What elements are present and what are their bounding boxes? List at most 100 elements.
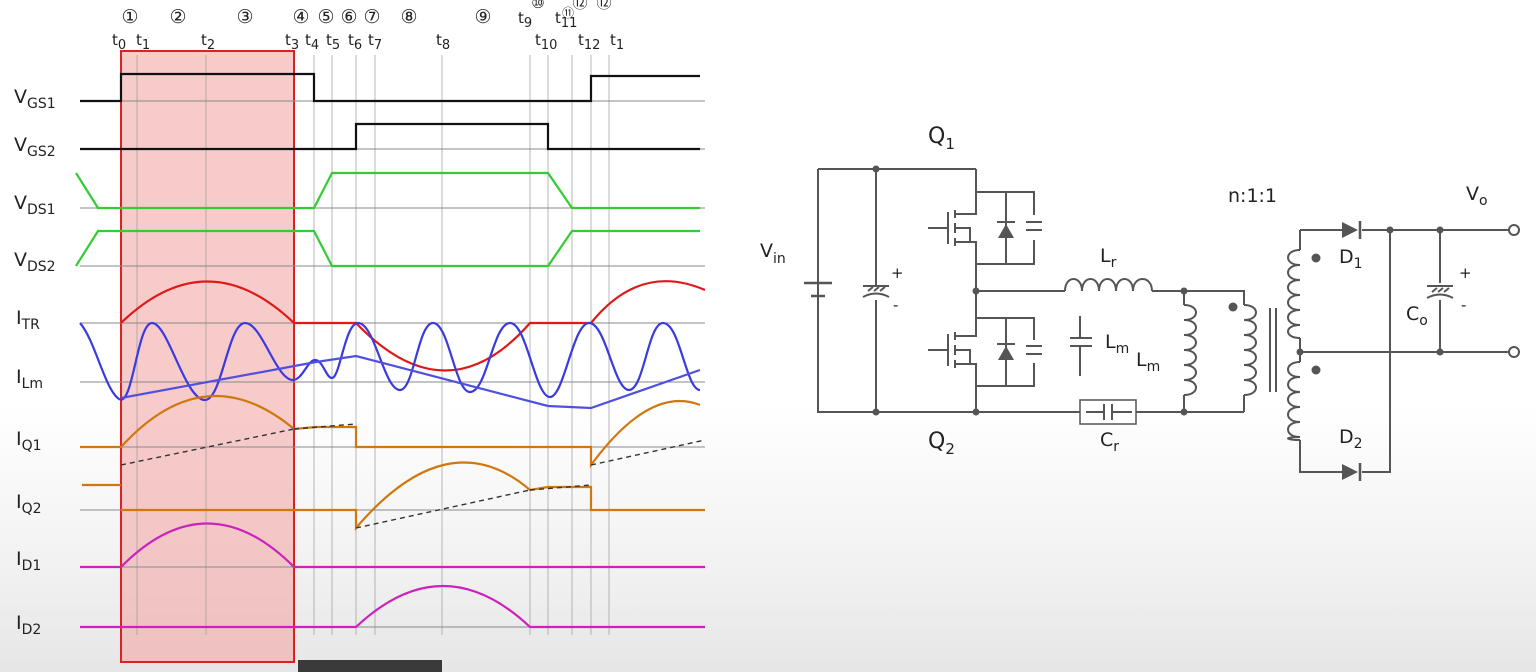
time-labels: t0 t1 t2 t3 t4 t5 t6 t7 t8 t9 t10 t11 t1… [112,9,624,53]
vds1-trace [75,171,700,210]
signal-label-vgs2: VGS2 [14,134,56,160]
time-label: t1 [136,31,150,53]
label-q2: Q2 [928,429,955,458]
iq1-magnetizing-dash [590,439,706,466]
signal-label-id1: ID1 [16,548,41,574]
label-q1: Q1 [928,124,955,153]
time-label: t0 [112,31,126,53]
label-cr: Cr [1100,429,1119,455]
mosfet-q1 [928,191,1042,265]
phase-label: ③ [236,6,253,28]
label-d1: D1 [1339,246,1363,272]
signal-label-iq2: IQ2 [16,491,42,517]
time-label: t1 [610,31,624,53]
vgs1-trace [80,72,700,103]
circuit-nodes [872,165,1444,416]
body-diode-q2 [998,346,1014,360]
id1-trace [80,522,705,569]
output-terminal-positive [1508,224,1520,236]
id2-trace [80,585,705,629]
label-d2: D2 [1339,426,1363,452]
iq2-magnetizing-dash [529,484,592,491]
resonant-current-trace [79,321,701,402]
phase-label: ⑤ [317,6,334,28]
signal-label-vds2: VDS2 [14,249,56,275]
signal-label-itr: ITR [16,307,40,333]
inductor-lm [1183,304,1197,396]
phase-label: ⑨ [474,6,491,28]
vds2-trace [75,229,700,268]
ilm-trace [120,354,701,410]
transformer-core [1269,308,1277,392]
signal-label-vds1: VDS1 [14,192,56,218]
iq1-magnetizing-dash [120,428,295,466]
diode-d2 [1342,464,1358,480]
phase-label: ① [121,6,138,28]
time-label: t9 [518,9,532,31]
inductor-lr [1064,278,1153,292]
transformer-secondary-1 [1287,249,1301,339]
primary-dot [1228,302,1238,312]
iq1-magnetizing-dash [293,423,357,430]
itr-trace [120,280,706,372]
phase-label: ⑧ [400,6,417,28]
signal-label-vgs1: VGS1 [14,86,56,112]
phase-label: ⑫ [572,0,587,12]
diode-d1 [1342,222,1358,238]
label-vin: Vin [760,240,786,267]
label-minus: - [893,296,898,314]
label-vo: Vo [1466,183,1488,209]
signal-label-iq1: IQ1 [16,428,42,454]
time-label: t5 [326,31,340,53]
time-label: t4 [305,31,319,53]
time-label: t2 [201,31,215,53]
input-capacitor [862,285,890,298]
vgs2-trace [80,122,700,151]
time-label: t6 [348,31,362,53]
output-terminal-negative [1508,346,1520,358]
label-lm-cap: Lm [1105,331,1129,357]
time-label: t10 [535,31,557,53]
phase-label: ⑪ [562,6,574,20]
mosfet-q2 [928,317,1042,387]
iq2-magnetizing-dash [355,489,531,529]
label-co: Co [1406,303,1428,329]
time-label: t3 [285,31,299,53]
phase-label: ⑦ [363,6,380,28]
signal-label-id2: ID2 [16,612,41,638]
phase-label: ⑫ [596,0,611,12]
transformer-secondary-2 [1287,361,1301,441]
battery-symbol [804,281,832,298]
label-minus: - [1461,296,1466,314]
time-label: t7 [368,31,382,53]
output-capacitor [1426,285,1454,299]
label-lm: Lm [1136,349,1160,375]
label-lr: Lr [1100,245,1117,271]
phase-label: ④ [292,6,309,28]
time-label: t8 [436,31,450,53]
secondary-dot [1311,253,1321,263]
label-plus: + [891,264,904,282]
transformer-primary [1243,304,1257,396]
phase-label: ⑥ [340,6,357,28]
time-label: t11 [555,9,577,31]
highlight-region [120,50,295,663]
signal-label-ilm: ILm [16,366,43,392]
video-caption-tab [298,660,442,672]
body-diode-q1 [998,224,1014,238]
signal-labels: VGS1 VGS2 VDS1 VDS2 ITR ILm IQ1 IQ2 ID1 … [14,86,56,638]
phase-label: ② [169,6,186,28]
label-turns-ratio: n:1:1 [1228,185,1277,207]
parasitic-capacitor [1070,316,1092,376]
secondary-dot [1311,365,1321,375]
time-gridlines [136,55,610,635]
capacitor-cr [1079,399,1137,425]
label-plus: + [1459,264,1472,282]
phase-label: ⑩ [531,0,544,12]
time-label: t12 [578,31,600,53]
phase-numbers: ① ② ③ ④ ⑤ ⑥ ⑦ ⑧ ⑨ ⑩ ⑪ ⑫ ⑫ [121,0,611,28]
circuit-labels: Q1 Q2 Vin Lr Lm Lm Cr n:1:1 Vo D1 D2 Co … [760,124,1488,458]
